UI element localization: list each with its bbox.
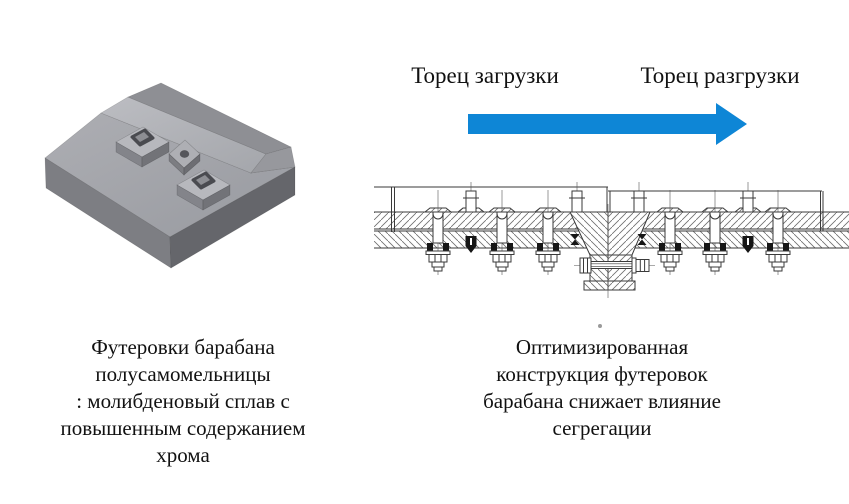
discharge-end-label: Торец разгрузки [640,63,800,88]
stray-dot [598,324,602,328]
bolt-assembly [765,190,791,275]
caption-line: полусамомельницы [95,362,271,386]
lifter-studs [463,182,756,213]
caption-line: Оптимизированная [515,335,689,359]
right-figure-caption: Оптимизированная конструкция футеровок б… [452,334,752,442]
caption-line: сегрегации [552,416,652,440]
horizontal-bolt-assembly [574,257,655,274]
liner-section-drawing [374,182,849,298]
liner-3d-render [44,82,296,269]
liner-bolts [425,190,791,275]
caption-line: хрома [156,443,210,467]
center-wedge-liner [569,204,651,298]
left-figure-caption: Футеровки барабана полусамомельницы : мо… [23,334,343,469]
bolt-boss-2 [176,169,231,211]
caption-line: конструкция футеровок [496,362,708,386]
caption-line: Футеровки барабана [91,335,275,359]
flow-direction-arrow-icon [468,103,747,145]
bolt-assembly [489,190,515,275]
loading-end-label: Торец загрузки [411,63,559,88]
bolt-assembly [425,190,451,275]
bolt-assembly [702,190,728,275]
arrow-shape [468,103,747,145]
weld-marks [570,234,647,245]
liner-plate [44,112,296,269]
bolt-assembly [657,190,683,275]
lifter-ridge [100,82,296,174]
caption-line: барабана снижает влияние [483,389,721,413]
shell-plugs [465,236,754,253]
caption-line: повышенным содержанием [60,416,306,440]
caption-line: : молибденовый сплав с [76,389,290,413]
bolt-boss-1 [115,126,170,168]
bolt-assembly [535,190,561,275]
center-lug [168,139,201,176]
